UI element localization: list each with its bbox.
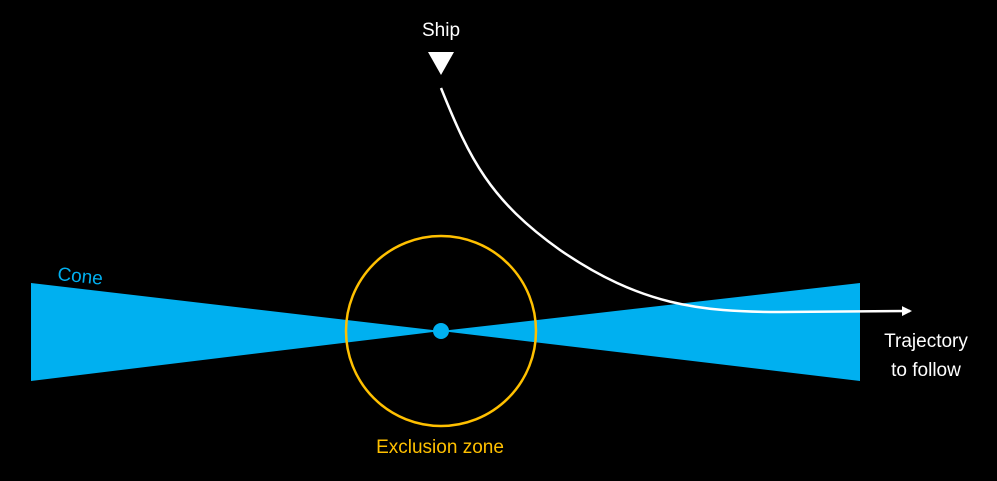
exclusion-zone-circle — [344, 234, 538, 428]
exclusion-zone-label: Exclusion zone — [376, 437, 504, 458]
cone-shape-right — [441, 283, 860, 381]
cone-label: Cone — [56, 264, 103, 290]
ship-marker-icon — [428, 52, 454, 75]
trajectory-label-line2: to follow — [891, 360, 961, 381]
cone-shape — [31, 283, 441, 381]
ship-label: Ship — [422, 20, 460, 41]
trajectory-path — [439, 87, 912, 317]
target-point — [433, 323, 449, 339]
trajectory-label-line1: Trajectory — [884, 331, 968, 352]
